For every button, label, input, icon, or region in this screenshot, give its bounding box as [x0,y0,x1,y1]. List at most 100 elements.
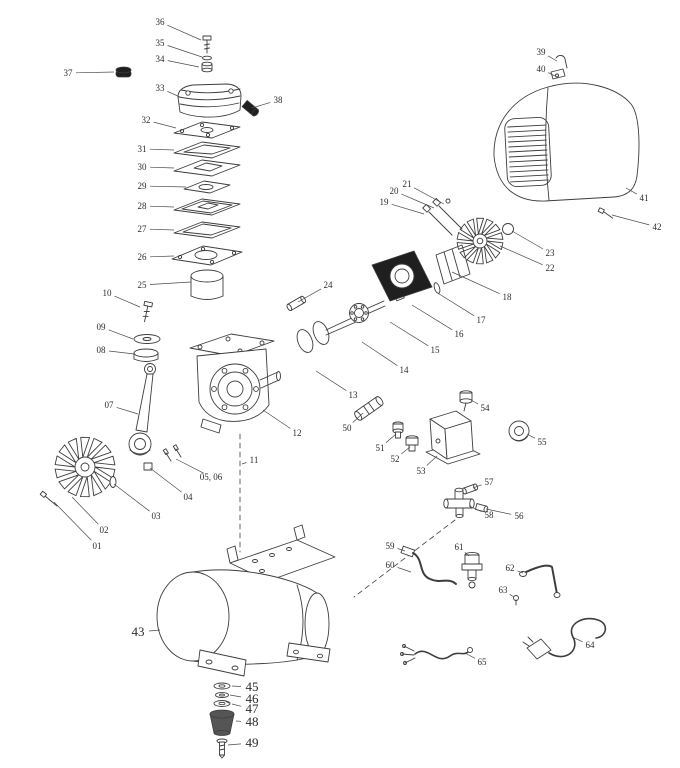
callout-62: 62 [506,563,515,573]
lead-wires [400,644,473,665]
leader-26 [149,255,175,258]
callout-14: 14 [400,365,410,375]
pressure-switch [425,410,481,465]
leader-63 [509,594,515,598]
fan-retainer-ring [502,223,514,235]
leader-10 [114,295,141,308]
cross-fitting [443,487,475,519]
callout-10: 10 [103,288,113,298]
leader-08 [108,350,135,355]
leader-39 [547,55,558,62]
connecting-rod [128,363,156,456]
callout-09: 09 [97,322,107,332]
leader-41 [625,187,638,195]
callout-11: 11 [250,455,259,465]
callout-31: 31 [138,144,147,154]
callout-58: 58 [485,510,495,520]
callout-23: 23 [546,248,556,258]
callout-36: 36 [156,17,166,27]
leader-21 [413,187,445,205]
callout-43: 43 [132,624,145,639]
callout-21: 21 [403,179,412,189]
leader-23 [511,230,544,250]
callout-59: 59 [386,541,396,551]
leader-20 [401,193,435,209]
leader-02 [71,496,99,525]
callout-26: 26 [138,252,148,262]
callout-15: 15 [431,345,441,355]
leader-54 [470,399,479,405]
leader-38 [251,102,271,109]
callout-33: 33 [156,83,166,93]
leader-58 [468,505,482,513]
switch-knob [459,390,473,412]
crank-pin [286,295,306,312]
leader-01 [53,501,92,541]
callout-55: 55 [538,437,548,447]
callout-25: 25 [138,280,148,290]
callout-50: 50 [343,423,353,433]
leader-15 [389,321,429,347]
callout-numbers: 3635343337323130292827262538100908071211… [64,17,662,750]
flywheel-washer [109,476,117,488]
leader-31 [149,148,175,151]
motor-through-bolts [422,198,463,236]
leader-24 [297,288,322,303]
stator [371,250,433,302]
callout-51: 51 [376,443,385,453]
callout-40: 40 [537,64,547,74]
leader-56 [485,508,512,515]
callout-27: 27 [138,224,148,234]
rubber-foot [209,709,235,736]
callout-48: 48 [246,714,259,729]
callout-29: 29 [138,181,148,191]
callout-32: 32 [142,115,151,125]
piston-cup [133,348,159,362]
cylinder-sleeve [190,269,224,300]
assembly-line-switch-to-tank [353,519,456,598]
callout-53: 53 [417,466,427,476]
callout-37: 37 [64,68,74,78]
leader-19 [391,203,425,215]
leader-07 [116,407,139,415]
ball-bearing [349,303,369,323]
callout-56: 56 [515,511,525,521]
callout-47: 47 [246,701,260,716]
foot-washer-flat [213,682,231,690]
crank-nut [143,462,153,471]
leader-05-06 [175,458,205,474]
leader-64 [571,636,583,643]
callout-13: 13 [349,390,359,400]
tank-foot-front [197,649,247,677]
foot-lock-washer [213,700,231,707]
tube-nut [400,545,416,558]
leader-09 [108,329,134,340]
leader-14 [361,341,398,366]
callout-39: 39 [537,47,547,57]
leader-42 [611,214,650,226]
leader-59 [397,548,406,552]
callout-30: 30 [138,162,148,172]
callout-38: 38 [274,95,284,105]
motor-fan [456,217,504,265]
crankshaft [296,300,386,353]
callout-42: 42 [653,222,662,232]
leader-30 [149,166,175,169]
callout-16: 16 [455,329,465,339]
cylinder-gasket [173,221,241,239]
leader-60 [397,567,412,573]
leader-46 [229,694,242,698]
callout-12: 12 [293,428,302,438]
shaft-spacer [433,282,441,294]
callout-54: 54 [481,403,491,413]
leader-49 [227,743,242,746]
leader-45 [231,685,242,687]
callout-52: 52 [391,454,400,464]
leader-11 [241,462,247,465]
leader-12 [262,409,291,429]
callout-46: 46 [246,691,260,706]
nipple-fitting [461,483,479,495]
head-washer [202,55,212,61]
callout-07: 07 [105,400,115,410]
